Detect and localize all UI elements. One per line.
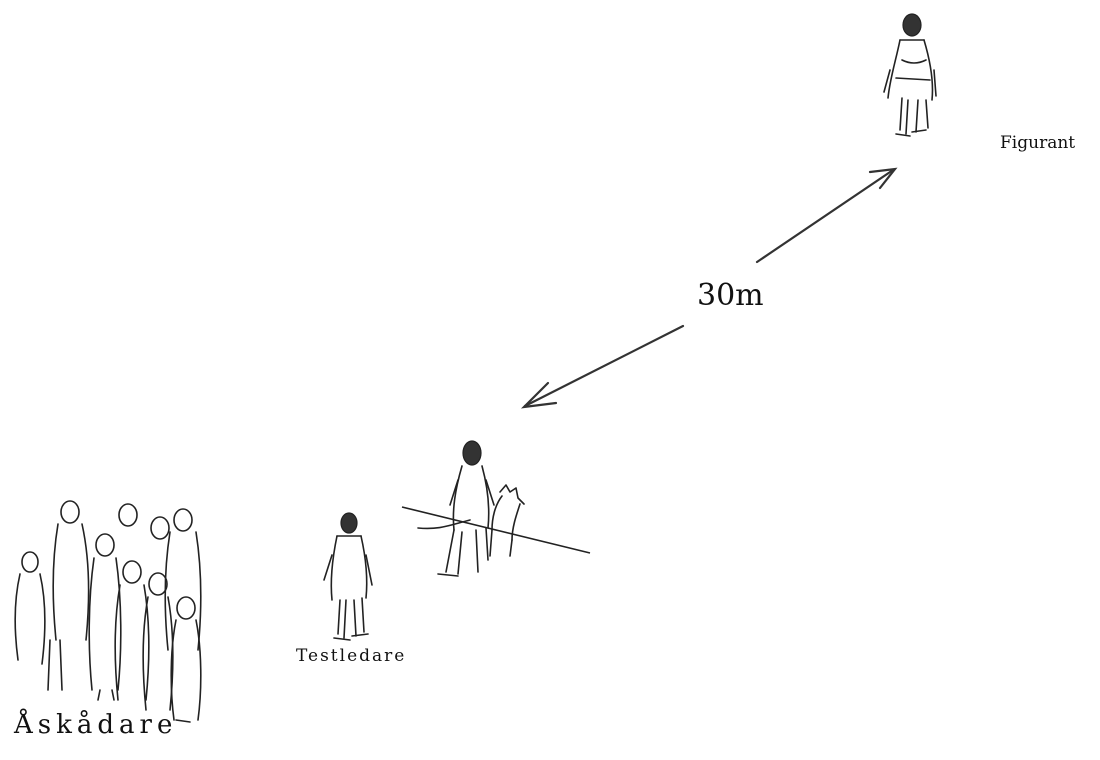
start-line xyxy=(401,506,591,554)
dog-figure xyxy=(417,484,525,557)
figurant-figure xyxy=(883,13,937,137)
handler-figure xyxy=(437,440,495,577)
distance-arrow xyxy=(520,167,898,409)
askadare-label: Åskådare xyxy=(14,710,178,740)
testledare-figure xyxy=(323,512,373,641)
distance-label: 30m xyxy=(697,278,764,313)
askadare-group xyxy=(14,500,202,723)
testledare-label: Testledare xyxy=(296,646,407,666)
figurant-label: Figurant xyxy=(1000,133,1076,153)
